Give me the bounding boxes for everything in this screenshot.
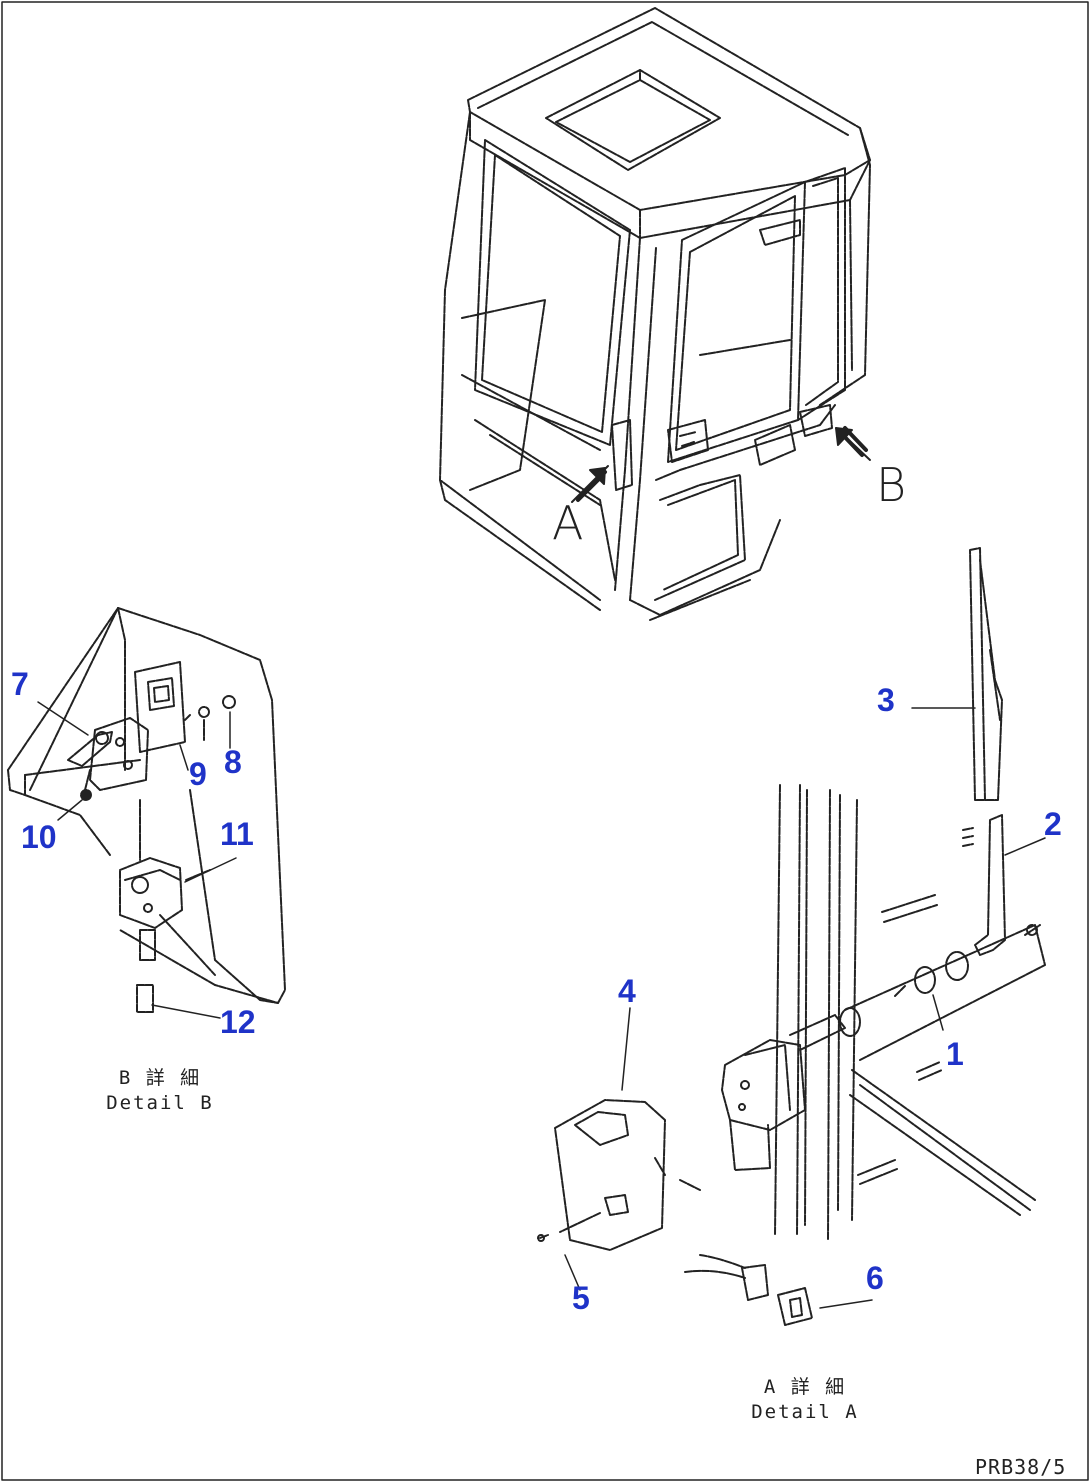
cab-drawing: [439, 7, 871, 621]
view-marker-a: A: [552, 496, 584, 550]
detail-a-drawing: [537, 547, 1046, 1326]
caption-detail-b-en: Detail B: [106, 1091, 214, 1114]
caption-detail-b-jp: B 詳 細: [118, 1067, 202, 1089]
callout-3: 3: [877, 682, 895, 718]
view-arrow-a: [571, 465, 609, 503]
caption-detail-a-jp: A 詳 細: [763, 1376, 847, 1398]
callout-4: 4: [618, 973, 636, 1009]
callout-12: 12: [220, 1004, 256, 1040]
caption-detail-a-en: Detail A: [751, 1400, 859, 1423]
callout-6: 6: [866, 1260, 884, 1296]
callout-10: 10: [21, 819, 57, 855]
caption-detail-a: A 詳 細 Detail A: [740, 1375, 870, 1424]
callout-2: 2: [1044, 806, 1062, 842]
caption-detail-b: B 詳 細 Detail B: [95, 1066, 225, 1115]
leader-lines: [37, 701, 1046, 1309]
callout-8: 8: [224, 744, 242, 780]
callout-9: 9: [189, 756, 207, 792]
callout-11: 11: [220, 816, 254, 852]
drawing-reference: PRB38/5: [975, 1455, 1067, 1479]
view-arrow-b: [835, 426, 871, 461]
callout-5: 5: [572, 1280, 590, 1316]
view-marker-b: B: [876, 458, 907, 512]
callout-7: 7: [11, 666, 29, 702]
callout-1: 1: [946, 1036, 964, 1072]
detail-b-drawing: [7, 607, 286, 1013]
